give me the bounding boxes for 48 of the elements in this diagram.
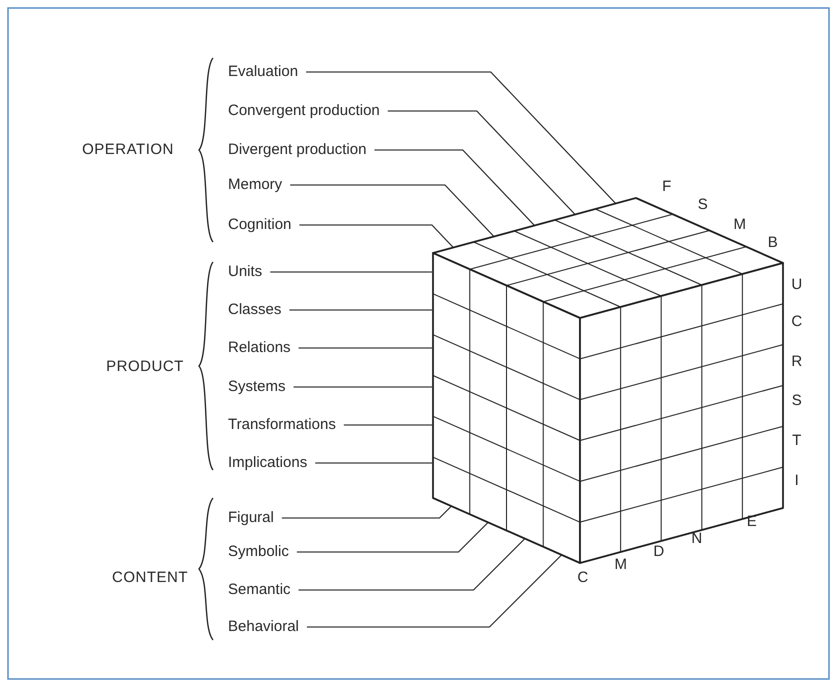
category-label: Classes	[228, 301, 282, 319]
leader-line	[388, 110, 576, 215]
category-label: Divergent production	[228, 141, 366, 159]
category-label: Systems	[228, 378, 286, 396]
leader-line	[290, 184, 494, 237]
leader-line	[344, 424, 432, 426]
axis-letter: E	[746, 513, 758, 531]
axis-letter: U	[791, 276, 803, 294]
category-label: Semantic	[228, 581, 291, 599]
axis-letter: C	[577, 569, 589, 587]
category-label: Cognition	[228, 216, 292, 234]
leader-line	[306, 71, 616, 204]
axis-letter: M	[734, 216, 746, 234]
axis-letter: N	[691, 530, 703, 548]
leader-line	[298, 347, 432, 349]
leader-line	[306, 554, 562, 628]
leader-line	[374, 149, 535, 226]
category-label: Transformations	[228, 416, 336, 434]
axis-letter: S	[792, 392, 802, 410]
group-heading: PRODUCT	[106, 358, 184, 376]
category-label: Convergent production	[228, 102, 380, 120]
category-label: Memory	[228, 176, 282, 194]
leader-line	[315, 462, 432, 464]
axis-letter: D	[653, 543, 665, 561]
category-label: Implications	[228, 454, 308, 472]
category-label: Figural	[228, 509, 274, 527]
leader-line	[296, 522, 489, 553]
axis-letter: S	[698, 196, 708, 214]
axis-letter: I	[794, 472, 800, 490]
axis-letter: M	[614, 556, 628, 574]
group-heading: OPERATION	[82, 141, 174, 159]
leader-line	[298, 538, 526, 591]
leader-line	[282, 506, 452, 519]
axis-letter: T	[792, 432, 802, 450]
axis-letter: F	[662, 178, 672, 196]
leader-line	[289, 309, 432, 311]
axis-letter: B	[768, 234, 778, 252]
category-label: Relations	[228, 339, 291, 357]
category-label: Units	[228, 263, 262, 281]
category-label: Symbolic	[228, 543, 289, 561]
group-heading: CONTENT	[112, 569, 188, 587]
leader-line	[299, 224, 454, 248]
leader-line	[270, 271, 432, 273]
leader-line	[294, 386, 432, 388]
category-label: Behavioral	[228, 618, 299, 636]
axis-letter: R	[791, 353, 803, 371]
axis-letter: C	[791, 313, 803, 331]
category-label: Evaluation	[228, 63, 298, 81]
